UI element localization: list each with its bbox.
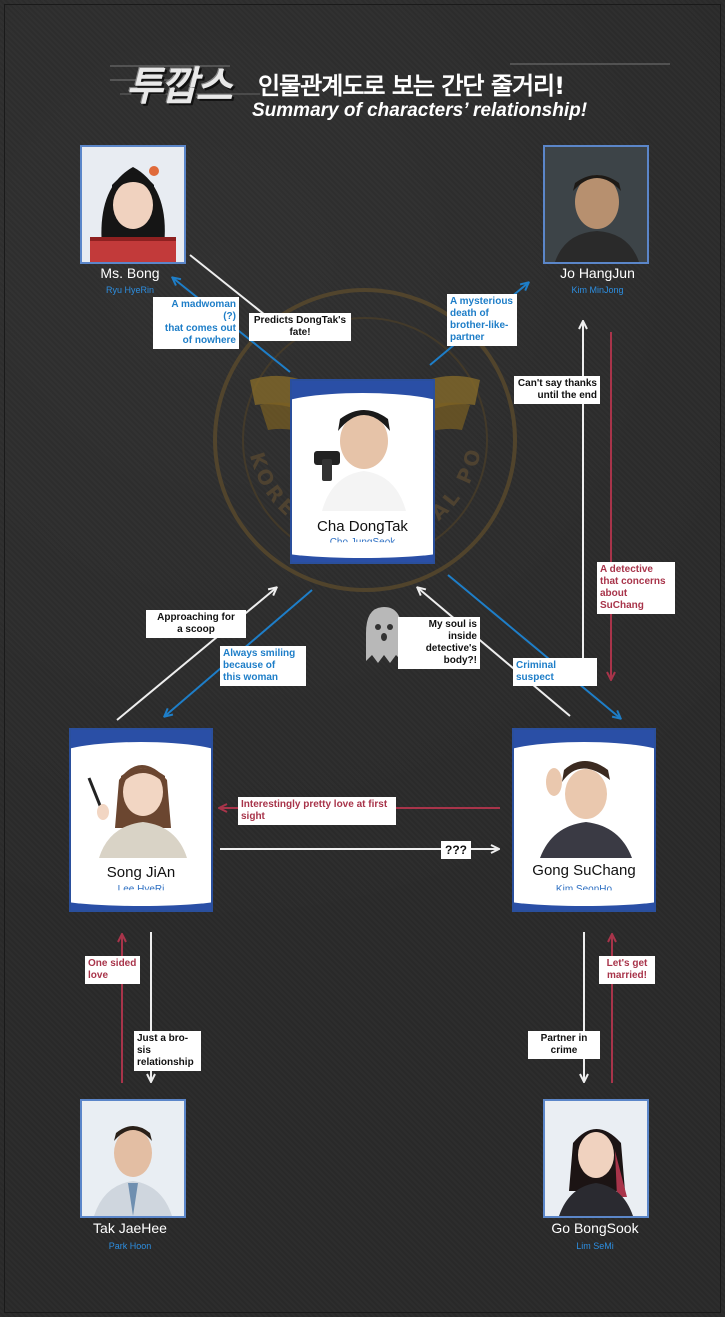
ms-bong-name: Ms. Bong xyxy=(100,265,160,281)
go-bongsook-portrait-icon xyxy=(545,1101,647,1216)
cha-dongtak-portrait-icon xyxy=(314,410,406,511)
label-go-partner: Partner in crime xyxy=(528,1031,600,1059)
ghost-icon xyxy=(366,607,402,663)
label-jo-concerns: A detective that concerns about SuChang xyxy=(597,562,675,614)
label-bong-predicts: Predicts DongTak's fate! xyxy=(249,313,351,341)
header: 투깝스 인물관계도로 보는 간단 줄거리! xyxy=(118,52,638,110)
label-song-smiling: Always smiling because of this woman xyxy=(220,646,306,686)
go-bongsook-name: Go BongSook xyxy=(551,1220,639,1236)
label-tak-bro: Just a bro-sis relationship xyxy=(134,1031,201,1071)
song-jian-name: Song JiAn xyxy=(106,864,176,881)
label-gong-soul: My soul is inside detective's body?! xyxy=(398,617,480,669)
cha-dongtak-name: Cha DongTak xyxy=(317,518,408,535)
ms-bong-actor: Ryu HyeRin xyxy=(105,285,154,295)
tak-jaehee-portrait-icon xyxy=(82,1101,184,1216)
tak-jaehee-actor: Park Hoon xyxy=(108,1241,152,1251)
title-korean: 인물관계도로 보는 간단 줄거리! xyxy=(258,72,565,100)
jo-hangjun-photo xyxy=(543,145,649,264)
jo-hangjun-name: Jo HangJun xyxy=(560,265,635,281)
jo-hangjun-portrait-icon xyxy=(545,147,647,262)
cha-dongtak-card: Cha DongTak Cho JungSeok xyxy=(292,381,433,562)
show-logo: 투깝스 xyxy=(126,64,232,110)
ms-bong-portrait-icon xyxy=(82,147,184,262)
tak-jaehee-name: Tak JaeHee xyxy=(93,1220,167,1236)
arrow-gong-to-cha xyxy=(418,588,571,717)
label-song-scoop: Approaching for a scoop xyxy=(146,610,246,638)
label-song-unknown: ??? xyxy=(441,841,471,859)
gong-suchang-card: Gong SuChang Kim SeonHo xyxy=(514,730,654,910)
label-gong-love: Interestingly pretty love at first sight xyxy=(238,797,396,825)
song-jian-actor: Lee HyeRi xyxy=(71,884,211,895)
label-tak-onesided: One sided love xyxy=(85,956,140,984)
label-jo-thanks: Can't say thanks until the end xyxy=(514,376,600,404)
ms-bong-photo xyxy=(80,145,186,264)
title-english: Summary of characters’ relationship! xyxy=(252,100,588,121)
gong-suchang-actor: Kim SeonHo xyxy=(514,884,654,895)
gong-suchang-portrait-icon xyxy=(540,761,632,858)
label-jo-death: A mysterious death of brother-like- part… xyxy=(447,294,517,346)
song-jian-portrait-icon xyxy=(87,765,187,858)
jo-hangjun-actor: Kim MinJong xyxy=(571,285,624,295)
arrow-cha-to-gong xyxy=(447,574,620,718)
label-go-married: Let's get married! xyxy=(599,956,655,984)
gong-suchang-name: Gong SuChang xyxy=(532,862,636,879)
go-bongsook-photo xyxy=(543,1099,649,1218)
label-bong-madwoman: A madwoman (?) that comes out of nowhere xyxy=(153,297,239,349)
label-gong-suspect: Criminal suspect xyxy=(513,658,597,686)
tak-jaehee-photo xyxy=(80,1099,186,1218)
go-bongsook-actor: Lim SeMi xyxy=(576,1241,614,1251)
arrow-song-to-cha xyxy=(116,588,276,721)
song-jian-card: Song JiAn Lee HyeRi xyxy=(71,730,211,910)
title-speed-lines xyxy=(110,63,670,95)
